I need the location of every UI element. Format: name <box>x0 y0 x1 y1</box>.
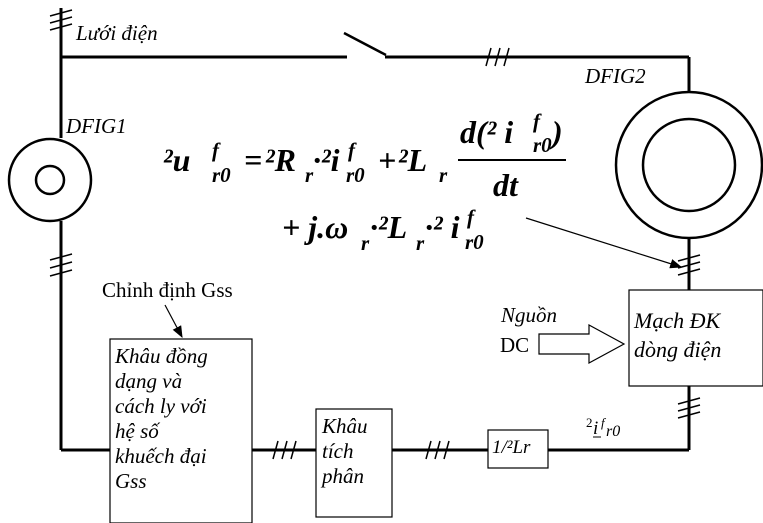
grid-top-line <box>61 55 691 92</box>
dfig2-hatch <box>677 254 701 276</box>
svg-text:): ) <box>549 114 563 150</box>
top-line-hatch <box>485 47 510 67</box>
gain-block <box>487 429 549 469</box>
svg-text:=: = <box>244 142 262 178</box>
controller-block-text: Mạch ĐK dòng điện <box>634 306 721 364</box>
svg-text:r: r <box>361 231 370 255</box>
integrator-block <box>315 408 393 518</box>
svg-text:i: i <box>593 418 598 439</box>
dfig2-label: DFIG2 <box>584 64 646 88</box>
current-controller-block <box>628 289 763 387</box>
circuit-breaker-switch <box>343 31 387 57</box>
svg-text:r0: r0 <box>346 163 365 187</box>
svg-text:f: f <box>467 205 476 229</box>
svg-text:·²i: ·²i <box>313 142 340 178</box>
dfig1-generator <box>7 137 93 223</box>
isolation-line: khuếch đại <box>115 444 207 468</box>
gss-adjust-label: Chỉnh định Gss <box>102 278 233 302</box>
svg-text:2: 2 <box>586 415 593 430</box>
integrator-line: Khâu <box>322 414 368 438</box>
svg-text:r0: r0 <box>465 230 484 254</box>
svg-text:r: r <box>439 163 448 187</box>
svg-text:r: r <box>305 163 314 187</box>
svg-text:²L: ²L <box>398 142 427 178</box>
dc-source-label-line1: Nguồn <box>500 303 557 327</box>
isolation-line: Khâu đồng <box>115 344 208 368</box>
svg-text:r0: r0 <box>212 163 231 187</box>
svg-text:r0: r0 <box>533 133 552 157</box>
controller-output-hatch <box>677 397 701 419</box>
dc-source-arrow <box>538 323 626 365</box>
dfig1-hatch <box>49 253 73 277</box>
svg-text:²u: ²u <box>163 142 190 178</box>
svg-text:dt: dt <box>493 167 519 203</box>
controller-line: Mạch ĐK <box>634 308 721 333</box>
svg-text:f: f <box>348 138 357 162</box>
rotor-current-symbol: 2 i f r0 <box>586 415 620 440</box>
isolation-line: cách ly với <box>115 394 207 418</box>
equation-pointer-arrow <box>525 217 683 269</box>
svg-text:r: r <box>416 231 425 255</box>
dfig2-generator <box>614 90 763 240</box>
svg-text:f: f <box>533 109 542 133</box>
svg-text:+ j.ω: + j.ω <box>282 209 348 245</box>
gain-block-text: 1/²Lr <box>492 437 531 458</box>
svg-text:·² i: ·² i <box>425 209 460 245</box>
svg-text:r0: r0 <box>606 423 620 440</box>
isolation-line: dạng và <box>115 369 183 393</box>
dfig1-label: DFIG1 <box>65 114 127 138</box>
svg-text:f: f <box>212 138 221 162</box>
svg-text:²R: ²R <box>265 142 296 178</box>
svg-text:·²L: ·²L <box>370 209 407 245</box>
isolation-line: hệ số <box>115 419 159 443</box>
equation-line-1: ²u f r0 = ²R r ·²i f r0 + ²L r <box>163 138 448 187</box>
svg-text:+: + <box>378 142 396 178</box>
dc-source-label-line2: DC <box>500 333 529 357</box>
gss-adjust-arrow <box>164 304 183 339</box>
svg-text:d(² i: d(² i <box>460 114 513 150</box>
isolation-block <box>109 338 253 523</box>
equation-fraction: d(² i f r0 ) dt <box>458 109 566 203</box>
grid-bus-hatch <box>49 9 73 31</box>
controller-line: dòng điện <box>634 337 722 362</box>
integrator-line: tích <box>322 439 354 463</box>
equation-line-2: + j.ω r ·²L r ·² i f r0 <box>282 205 484 255</box>
svg-text:f: f <box>601 415 607 430</box>
integrator-line: phân <box>322 464 364 488</box>
isolation-line: Gss <box>115 469 147 493</box>
grid-label: Lưới điện <box>75 21 158 45</box>
isolation-block-text: Khâu đồng dạng và cách ly với hệ số khuế… <box>115 344 208 494</box>
integrator-block-text: Khâu tích phân <box>322 414 368 489</box>
bottom-line-hatch <box>272 440 450 460</box>
